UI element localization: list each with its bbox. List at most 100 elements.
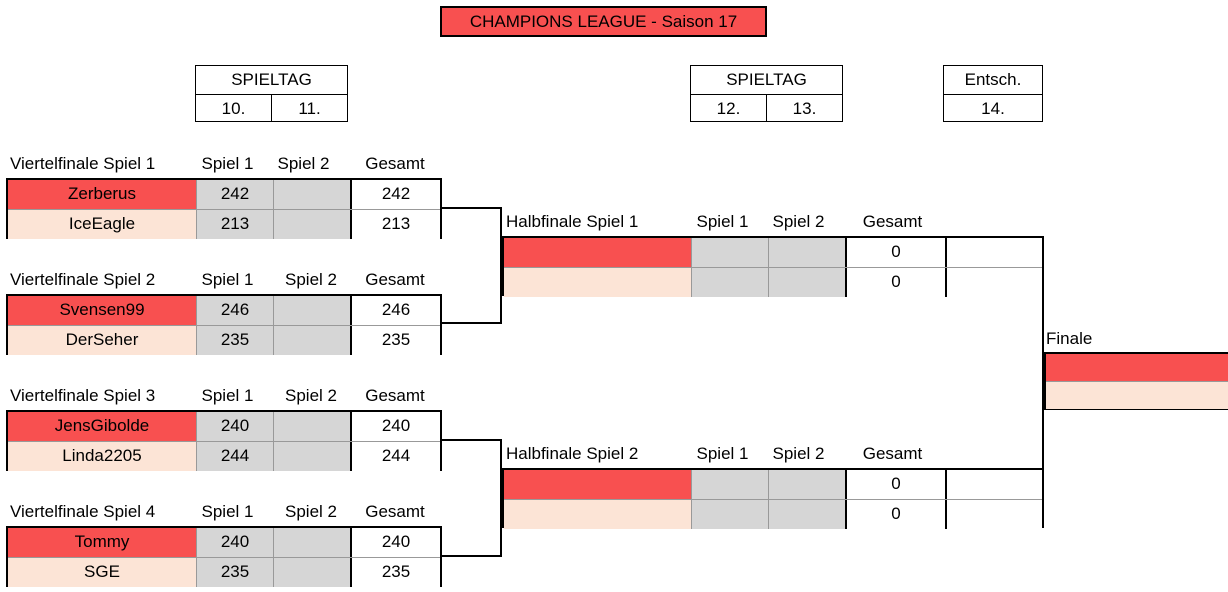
score-spiel2-cell[interactable] <box>273 326 350 355</box>
table-row: 0 <box>504 267 1042 297</box>
quarterfinal-label: Viertelfinale Spiel 3 <box>10 386 156 405</box>
col-header-gesamt: Gesamt <box>365 270 425 289</box>
score-spiel2-cell[interactable] <box>273 180 350 209</box>
page-title: CHAMPIONS LEAGUE - Saison 17 <box>440 6 767 37</box>
team-name-cell[interactable]: DerSeher <box>8 326 196 355</box>
team-name-cell[interactable]: Tommy <box>8 528 196 557</box>
col-header-spiel2: Spiel 2 <box>772 212 825 231</box>
table-row: Zerberus 242 242 <box>8 180 440 209</box>
score-spiel1-cell[interactable]: 213 <box>196 210 273 239</box>
semifinal-table: 0 0 <box>502 468 1044 529</box>
quarterfinal-label: Viertelfinale Spiel 2 <box>10 270 156 289</box>
bracket-line <box>441 555 502 557</box>
col-header-spiel1: Spiel 1 <box>696 212 749 231</box>
score-spiel1-cell[interactable] <box>691 238 768 267</box>
team-name-cell[interactable] <box>504 500 691 529</box>
bracket-line <box>1042 294 1044 470</box>
quarterfinal-table: Zerberus 242 242 IceEagle 213 213 <box>6 178 442 239</box>
team-name-cell[interactable] <box>504 470 691 499</box>
score-spiel2-cell[interactable] <box>273 528 350 557</box>
score-total-cell: 0 <box>845 500 945 529</box>
score-spiel2-cell[interactable] <box>768 500 845 529</box>
final-table <box>1044 352 1228 410</box>
score-spiel1-cell[interactable]: 240 <box>196 412 273 441</box>
col-header-spiel2: Spiel 2 <box>772 444 825 463</box>
score-spiel2-cell[interactable] <box>768 470 845 499</box>
quarterfinal-label: Viertelfinale Spiel 1 <box>10 154 156 173</box>
spieltag-day: 14. <box>981 99 1005 118</box>
team-name-cell[interactable] <box>504 268 691 297</box>
score-total-cell: 242 <box>350 180 440 209</box>
score-spiel1-cell[interactable] <box>691 500 768 529</box>
spieltag-header: SPIELTAG <box>196 66 347 95</box>
team-name-cell[interactable] <box>504 238 691 267</box>
col-header-gesamt: Gesamt <box>365 154 425 173</box>
score-spiel2-cell[interactable] <box>768 268 845 297</box>
spieltag-day: 13. <box>766 95 842 122</box>
decider-cell[interactable] <box>945 238 1042 267</box>
decider-cell[interactable] <box>945 470 1042 499</box>
team-name-cell[interactable]: JensGibolde <box>8 412 196 441</box>
col-header-gesamt: Gesamt <box>365 386 425 405</box>
score-total-cell: 0 <box>845 238 945 267</box>
col-header-spiel1: Spiel 1 <box>201 270 254 289</box>
table-row: 0 <box>504 238 1042 267</box>
spieltag-header: SPIELTAG <box>691 66 842 95</box>
score-spiel1-cell[interactable]: 240 <box>196 528 273 557</box>
col-header-spiel2: Spiel 2 <box>285 386 337 405</box>
entscheidung-header: Entsch. <box>944 66 1042 95</box>
col-header-spiel1: Spiel 1 <box>201 386 254 405</box>
score-spiel1-cell[interactable] <box>691 470 768 499</box>
semifinal-table: 0 0 <box>502 236 1044 297</box>
score-spiel1-cell[interactable]: 235 <box>196 326 273 355</box>
spieltag-day: 11. <box>271 95 347 122</box>
col-header-gesamt: Gesamt <box>862 212 923 231</box>
score-total-cell: 235 <box>350 326 440 355</box>
team-name-cell[interactable]: Svensen99 <box>8 296 196 325</box>
col-header-spiel2: Spiel 2 <box>285 270 337 289</box>
decider-cell[interactable] <box>945 268 1042 297</box>
score-total-cell: 244 <box>350 442 440 471</box>
score-spiel2-cell[interactable] <box>273 558 350 587</box>
score-spiel2-cell[interactable] <box>273 296 350 325</box>
col-header-gesamt: Gesamt <box>365 502 425 521</box>
team-name-cell[interactable]: Zerberus <box>8 180 196 209</box>
score-spiel2-cell[interactable] <box>273 442 350 471</box>
table-row: SGE 235 235 <box>8 557 440 587</box>
table-row: Svensen99 246 246 <box>8 296 440 325</box>
bracket-line <box>441 207 502 209</box>
col-header-spiel2: Spiel 2 <box>285 502 337 521</box>
final-team-row[interactable] <box>1046 382 1228 409</box>
score-spiel2-cell[interactable] <box>768 238 845 267</box>
score-spiel2-cell[interactable] <box>273 210 350 239</box>
score-spiel1-cell[interactable] <box>691 268 768 297</box>
decider-cell[interactable] <box>945 500 1042 529</box>
quarterfinal-table: Tommy 240 240 SGE 235 235 <box>6 526 442 587</box>
final-team-row[interactable] <box>1046 354 1228 382</box>
bracket-line <box>441 439 502 441</box>
spieltag-day: 10. <box>221 99 246 118</box>
team-name-cell[interactable]: IceEagle <box>8 210 196 239</box>
quarterfinal-label: Viertelfinale Spiel 4 <box>10 502 156 521</box>
entscheidung-box: Entsch. 14. <box>943 65 1043 122</box>
table-row: 0 <box>504 499 1042 529</box>
score-total-cell: 235 <box>350 558 440 587</box>
score-spiel1-cell[interactable]: 242 <box>196 180 273 209</box>
table-row: DerSeher 235 235 <box>8 325 440 355</box>
table-row: Linda2205 244 244 <box>8 441 440 471</box>
team-name-cell[interactable]: Linda2205 <box>8 442 196 471</box>
col-header-spiel1: Spiel 1 <box>201 502 254 521</box>
score-spiel1-cell[interactable]: 246 <box>196 296 273 325</box>
team-name-cell[interactable]: SGE <box>8 558 196 587</box>
score-total-cell: 240 <box>350 412 440 441</box>
semifinal-label: Halbfinale Spiel 1 <box>506 212 639 231</box>
table-row: Tommy 240 240 <box>8 528 440 557</box>
spieltag-box-2: SPIELTAG 12. 13. <box>690 65 843 122</box>
score-spiel1-cell[interactable]: 244 <box>196 442 273 471</box>
col-header-spiel2: Spiel 2 <box>277 154 330 173</box>
score-total-cell: 240 <box>350 528 440 557</box>
semifinal-label: Halbfinale Spiel 2 <box>506 444 639 463</box>
score-spiel1-cell[interactable]: 235 <box>196 558 273 587</box>
bracket-line <box>500 207 502 324</box>
score-spiel2-cell[interactable] <box>273 412 350 441</box>
